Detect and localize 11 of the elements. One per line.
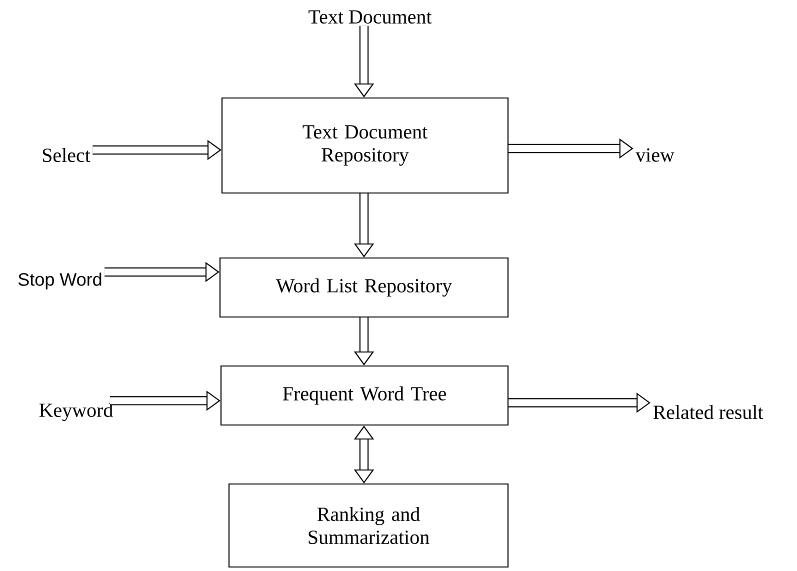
text-label: Keyword [39, 402, 113, 422]
text-label: Text Document [308, 10, 432, 24]
process-box: Frequent Word Tree [220, 365, 509, 426]
process-box: Word List Repository [219, 257, 509, 318]
text-label: Related result [653, 404, 764, 420]
process-box: Text Document Repository [221, 97, 509, 194]
text-label: Select [42, 148, 90, 162]
text-label: Stop Word [18, 272, 102, 290]
process-box: Ranking and Summarization [228, 483, 509, 568]
text-label: view [636, 148, 674, 162]
block-arrow [354, 426, 374, 484]
